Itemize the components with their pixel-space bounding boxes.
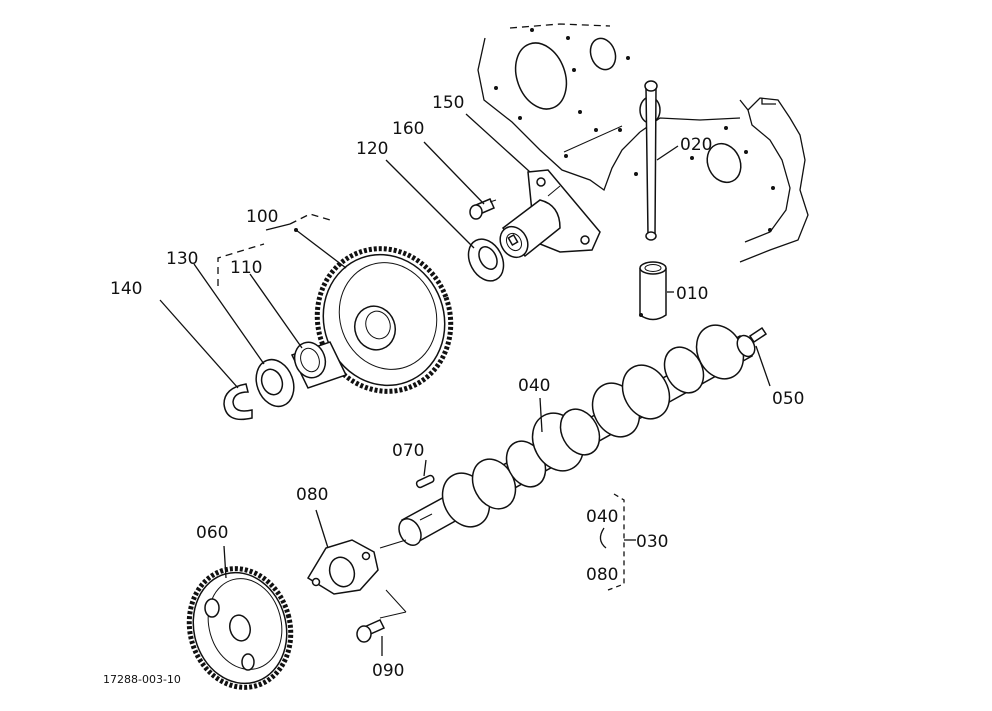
callout-150: 150 [432, 93, 464, 113]
callout-040: 040 [518, 376, 550, 396]
gear-subassembly-bracket [217, 213, 331, 286]
flange-bolt [469, 198, 497, 220]
idle-gear-bushing [290, 341, 348, 389]
callout-140: 140 [110, 279, 142, 299]
camshaft [398, 324, 756, 546]
camshaft-stopper [306, 539, 379, 595]
callout-120: 120 [356, 139, 388, 159]
tappet [639, 261, 667, 321]
assembly-note-bottom: 080 [586, 565, 618, 585]
callout-020: 020 [680, 135, 712, 155]
leader-lines [159, 113, 771, 656]
collar [255, 358, 295, 408]
camshaft-lobes [441, 324, 745, 528]
push-rod [644, 80, 658, 241]
circlip [223, 383, 253, 421]
drawing-number: 17288-003-10 [103, 673, 181, 686]
camshaft-assembly-bracket [599, 493, 636, 591]
callout-090: 090 [372, 661, 404, 681]
callout-070: 070 [392, 441, 424, 461]
callout-050: 050 [772, 389, 804, 409]
case-bolt-holes [494, 28, 775, 232]
assembly-note-top: 040 [586, 507, 618, 527]
callout-labels: 010 020 030 040 050 060 070 080 090 100 … [103, 93, 804, 686]
idle-gear-shaft [499, 169, 601, 259]
callout-100: 100 [246, 207, 278, 227]
thrust-washer [467, 238, 505, 282]
idle-gear [294, 228, 454, 394]
camshaft-plug [748, 326, 768, 344]
callout-160: 160 [392, 119, 424, 139]
callout-110: 110 [230, 258, 262, 278]
callout-130: 130 [166, 249, 198, 269]
callout-060: 060 [196, 523, 228, 543]
feather-key [415, 474, 435, 489]
cam-gear [186, 566, 294, 690]
callout-080: 080 [296, 485, 328, 505]
callout-010: 010 [676, 284, 708, 304]
stopper-bolt [356, 619, 386, 643]
callout-030: 030 [636, 532, 668, 552]
